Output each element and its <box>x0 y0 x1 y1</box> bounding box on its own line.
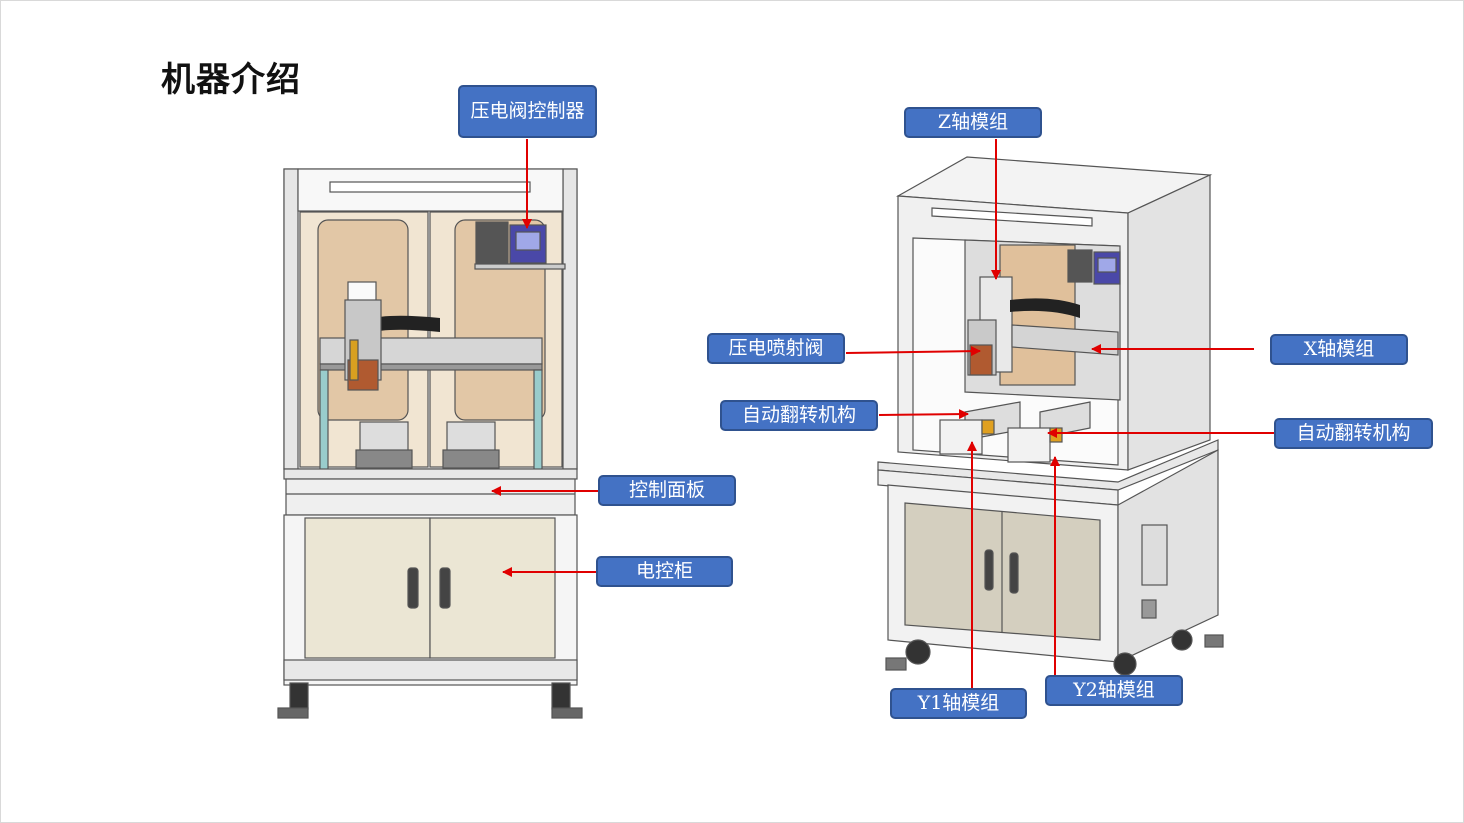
callout-electric-cabinet: 电控柜 <box>596 556 733 587</box>
arrow-piezo-valve <box>845 346 981 357</box>
callout-piezo-valve: 压电喷射阀 <box>707 333 845 364</box>
arrow-flip-left <box>878 409 969 420</box>
callout-y1-axis: Y1轴模组 <box>890 688 1027 719</box>
front-view-machine <box>277 168 583 719</box>
callout-z-axis: Z轴模组 <box>904 107 1042 138</box>
callout-piezo-controller: 压电阀控制器 <box>458 85 597 138</box>
iso-view-machine <box>877 156 1224 676</box>
callout-flip-left: 自动翻转机构 <box>720 400 878 431</box>
callout-x-axis: X轴模组 <box>1270 334 1408 365</box>
page-title: 机器介绍 <box>161 60 301 100</box>
callout-control-panel: 控制面板 <box>598 475 736 506</box>
callout-flip-right: 自动翻转机构 <box>1274 418 1433 449</box>
arrows <box>491 139 1274 688</box>
callout-y2-axis: Y2轴模组 <box>1045 675 1183 706</box>
